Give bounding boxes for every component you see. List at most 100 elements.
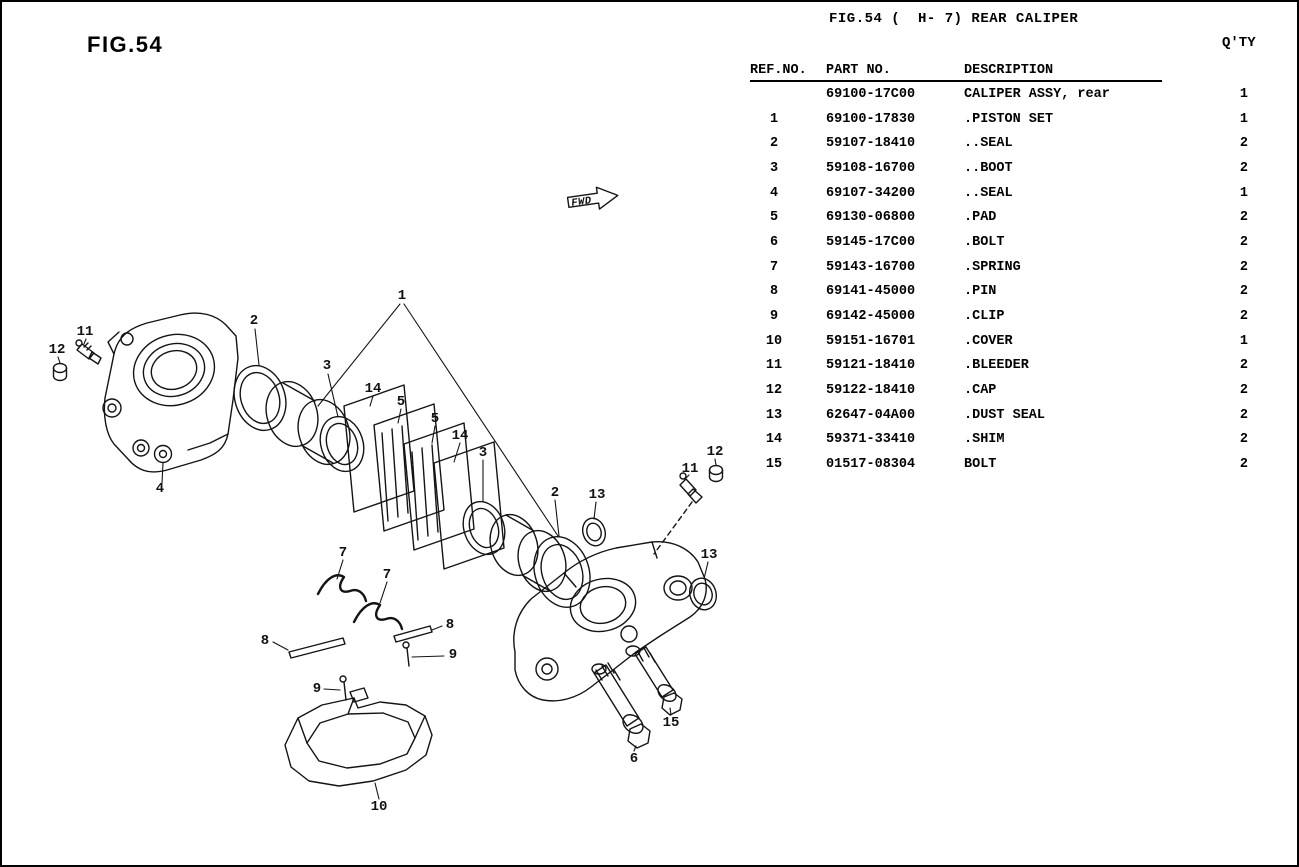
pad-spring [316,574,368,603]
part-no-cell: 69130-06800 [826,210,916,226]
description-cell: .PIN [964,284,997,300]
part-no-cell: 59151-16701 [826,333,916,349]
description-cell: ..SEAL [964,185,1013,201]
parts-table: REF.NO. PART NO. DESCRIPTION 69100-17C00… [750,59,1262,477]
ref-no-cell: 4 [769,185,779,201]
part-callout: 13 [589,487,606,503]
part-callout: 12 [707,444,724,460]
ref-no-cell: 8 [769,284,779,300]
description-cell: .BLEEDER [964,358,1029,374]
bleeder-cap [708,464,724,483]
ref-no-header: REF.NO. [750,63,807,78]
table-row: 2 59107-18410 ..SEAL 2 [750,131,1262,156]
part-no-cell: 59371-33410 [826,432,916,448]
part-callout: 1 [398,288,406,304]
table-row: 15 01517-08304 BOLT 2 [750,452,1262,477]
description-cell: .PISTON SET [964,111,1054,127]
qty-cell: 2 [1239,160,1248,176]
seal-washer [153,444,173,464]
part-callout: 14 [452,428,469,444]
description-cell: .DUST SEAL [964,407,1046,423]
pad-clip [339,675,347,701]
ref-no-cell: 7 [769,259,779,275]
part-callout: 12 [49,342,66,358]
part-no-cell: 59122-18410 [826,383,916,399]
table-row: 6 59145-17C00 .BOLT 2 [750,230,1262,255]
table-row: 11 59121-18410 .BLEEDER 2 [750,354,1262,379]
table-row: 8 69141-45000 .PIN 2 [750,280,1262,305]
ref-no-cell: 11 [765,358,783,374]
part-no-cell: 59143-16700 [826,259,916,275]
qty-cell: 2 [1239,284,1248,300]
description-cell: .COVER [964,333,1013,349]
ref-no-cell: 3 [769,160,779,176]
fwd-arrow [566,186,619,210]
ref-no-cell: 12 [765,383,783,399]
part-callout: 2 [250,313,258,329]
qty-cell: 2 [1239,259,1248,275]
part-callout: 7 [339,545,347,561]
pad-pin [288,637,346,659]
exploded-diagram: FWD 12 11 4 2 3 1 14 5 5 14 3 2 13 11 12… [49,186,724,815]
qty-cell: 2 [1239,234,1248,250]
table-row: 12 59122-18410 .CAP 2 [750,378,1262,403]
qty-cell: 2 [1239,407,1248,423]
qty-cell: 2 [1239,309,1248,325]
part-callout: 10 [371,799,388,815]
part-callout: 3 [479,445,487,461]
qty-cell: 2 [1239,432,1248,448]
ref-no-cell: 2 [769,136,779,152]
bleeder-screw [75,339,102,365]
part-no-cell: 59107-18410 [826,136,916,152]
ref-no-cell: 10 [765,333,783,349]
table-header-row: REF.NO. PART NO. DESCRIPTION [750,59,1162,82]
ref-no-cell: 15 [765,457,783,473]
part-no-cell: 69100-17830 [826,111,916,127]
part-callout: 13 [701,547,718,563]
mounting-bolt [634,646,683,716]
qty-cell: 2 [1239,136,1248,152]
table-row: 9 69142-45000 .CLIP 2 [750,304,1262,329]
mounting-bolt [593,662,651,749]
part-callout: 9 [313,681,321,697]
qty-cell: 2 [1239,457,1248,473]
ref-no-cell: 6 [769,234,779,250]
part-no-cell: 69100-17C00 [826,86,916,102]
description-cell: .PAD [964,210,997,226]
pad-clip [402,641,410,667]
qty-cell: 1 [1239,111,1248,127]
ref-no-cell: 13 [765,407,783,423]
ref-no-cell: 5 [769,210,779,226]
part-callout: 9 [449,647,457,663]
bleeder-screw [653,472,703,555]
part-no-cell: 01517-08304 [826,457,916,473]
table-row: 4 69107-34200 ..SEAL 1 [750,181,1262,206]
description-cell: .CAP [964,383,997,399]
description-cell: .SPRING [964,259,1021,275]
table-row: 69100-17C00 CALIPER ASSY, rear 1 [750,82,1262,107]
part-callout: 4 [156,481,164,497]
part-no-cell: 62647-04A00 [826,407,916,423]
description-cell: BOLT [964,457,997,473]
ref-no-cell: 9 [769,309,779,325]
qty-cell: 1 [1239,333,1248,349]
table-row: 13 62647-04A00 .DUST SEAL 2 [750,403,1262,428]
part-callout: 11 [682,461,699,477]
fwd-label: FWD [571,195,593,210]
part-callout: 7 [383,567,391,583]
part-callout: 6 [630,751,638,767]
part-no-cell: 59121-18410 [826,358,916,374]
brake-pad [403,422,475,551]
description-cell: .SHIM [964,432,1005,448]
part-no-cell: 69141-45000 [826,284,916,300]
part-no-header: PART NO. [826,63,891,78]
qty-cell: 2 [1239,383,1248,399]
part-callout: 5 [431,411,439,427]
part-callout: 11 [77,324,94,340]
leader-lines [57,303,717,800]
description-cell: .BOLT [964,234,1005,250]
table-row: 14 59371-33410 .SHIM 2 [750,428,1262,453]
part-callout: 3 [323,358,331,374]
qty-column-header: Q'TY [1222,35,1256,51]
description-cell: .CLIP [964,309,1005,325]
